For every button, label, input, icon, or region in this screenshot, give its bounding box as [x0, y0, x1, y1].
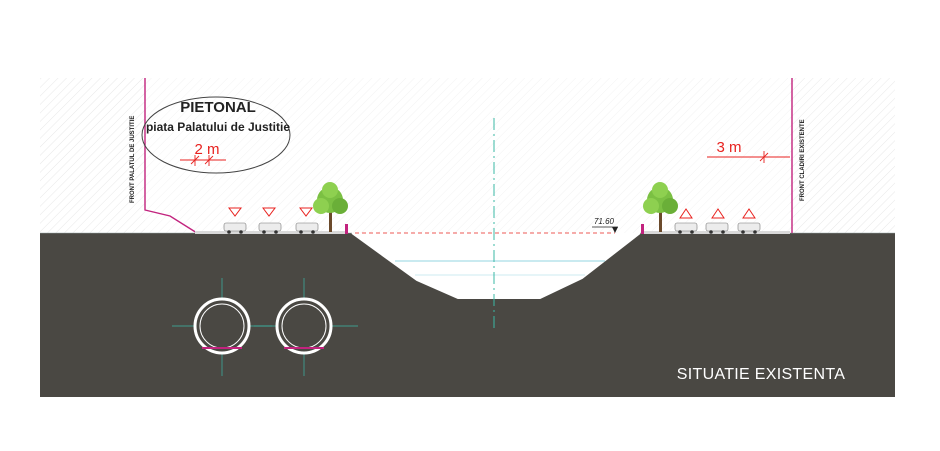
ground-section	[40, 233, 895, 397]
right-pavement	[644, 231, 790, 234]
right-tree-icon	[643, 182, 678, 232]
elevation-label: 71.60	[594, 217, 615, 226]
tunnel-right	[254, 278, 358, 376]
right-triangle-icon-3	[742, 208, 756, 219]
right-car-3	[737, 222, 761, 234]
left-tree-icon	[313, 182, 348, 232]
right-hatch-area	[790, 78, 895, 233]
left-triangle-icon-2	[262, 207, 276, 217]
left-car-2	[258, 222, 282, 234]
right-dimension-line	[707, 151, 790, 163]
left-pavement	[195, 231, 345, 234]
left-triangle-icon-3	[299, 207, 313, 217]
center-hatch-area	[145, 78, 790, 233]
tunnel-left	[172, 278, 272, 376]
left-triangle-icon-1	[228, 207, 242, 217]
left-car-1	[223, 222, 247, 234]
left-dimension-label: 2 m	[194, 141, 219, 158]
left-facade-outline	[144, 78, 198, 234]
caption: SITUATIE EXISTENTA	[677, 366, 845, 383]
left-dimension-line	[180, 155, 226, 166]
right-dimension-label: 3 m	[716, 139, 741, 156]
riverbed-outline	[351, 232, 641, 299]
right-triangle-icon-2	[711, 208, 725, 219]
right-curb-post	[641, 224, 644, 234]
right-car-2	[705, 222, 729, 234]
left-hatch-area	[40, 78, 145, 233]
left-car-3	[295, 222, 319, 234]
left-curb-post	[345, 224, 348, 234]
pedestrian-title: PIETONAL	[180, 99, 256, 116]
right-facade-label: FRONT CLADIRI EXISTENTE	[800, 119, 806, 201]
elevation-marker	[592, 226, 618, 233]
pedestrian-subtitle: piata Palatului de Justitie	[146, 120, 290, 134]
pedestrian-zone-ellipse	[141, 96, 291, 174]
left-facade-label: FRONT PALATUL DE JUSTITIE	[130, 116, 136, 203]
right-car-1	[674, 222, 698, 234]
riverbed-water	[352, 233, 640, 298]
right-triangle-icon-1	[679, 208, 693, 219]
